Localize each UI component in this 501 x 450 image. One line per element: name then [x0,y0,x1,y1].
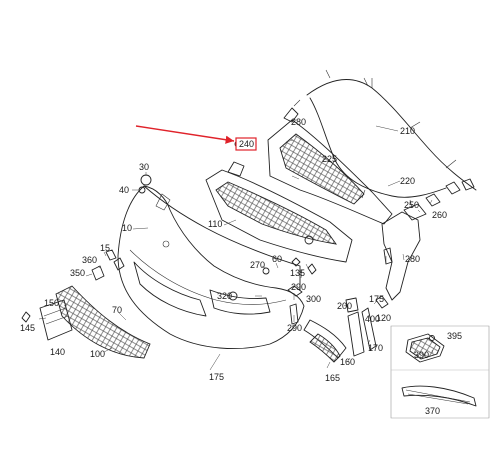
license-plate-bracket [21,299,73,341]
callout-label-210[interactable]: 210 [400,126,415,136]
callout-label-135[interactable]: 135 [290,268,305,278]
callout-label-120[interactable]: 120 [376,313,391,323]
callout-label-395[interactable]: 395 [447,331,462,341]
grille-support-frame [267,107,393,225]
right-side-bracket [381,193,441,301]
leader-lines [38,125,434,371]
callout-labels: 30 40 10 15 360 350 150 145 140 70 100 1… [20,117,462,416]
inset-detail-box [390,325,490,419]
callout-label-10[interactable]: 10 [122,223,132,233]
callout-label-370[interactable]: 370 [425,406,440,416]
callout-label-350[interactable]: 350 [70,268,85,278]
callout-label-270[interactable]: 270 [250,260,265,270]
callout-label-290[interactable]: 300 [306,294,321,304]
callout-label-280[interactable]: 280 [405,254,420,264]
callout-label-360[interactable]: 360 [82,255,97,265]
lower-mesh-grille [55,285,151,359]
callout-label-400[interactable]: 400 [365,314,380,324]
callout-label-205[interactable]: 175 [209,372,224,382]
callout-label-40[interactable]: 40 [119,185,129,195]
callout-label-300[interactable]: 290 [291,282,306,292]
wiring-harness [293,69,477,209]
callout-label-200[interactable]: 200 [337,301,352,311]
callout-label-260[interactable]: 280 [291,117,306,127]
callout-label-165[interactable]: 165 [325,373,340,383]
callout-label-290b[interactable]: 290 [287,323,302,333]
callout-label-225[interactable]: 260 [432,210,447,220]
callout-label-160[interactable]: 160 [340,357,355,367]
callout-label-175[interactable]: 175 [369,294,384,304]
callout-label-170[interactable]: 170 [368,343,383,353]
fasteners [91,140,393,325]
callout-label-230[interactable]: 250 [404,200,419,210]
callout-label-240[interactable]: 240 [239,139,254,149]
callout-label-110[interactable]: 110 [208,219,222,229]
callout-label-250[interactable]: 225 [322,154,337,164]
callout-label-30[interactable]: 30 [139,162,149,172]
callout-label-60[interactable]: 60 [272,254,282,264]
lower-grille-insert [205,161,353,263]
fog-lamp-trim-left [303,295,389,363]
callout-label-15[interactable]: 15 [100,243,110,253]
callout-label-220[interactable]: 220 [400,176,415,186]
callout-label-390[interactable]: 390 [414,350,429,360]
callout-label-150[interactable]: 150 [44,298,59,308]
callout-label-140[interactable]: 140 [50,347,65,357]
callout-label-320[interactable]: 320 [217,291,232,301]
highlight-arrow: 240 [135,125,257,151]
callout-label-100[interactable]: 100 [90,349,105,359]
front-bumper-cover [117,185,305,350]
callout-label-145[interactable]: 145 [20,323,35,333]
callout-label-70[interactable]: 70 [112,305,122,315]
